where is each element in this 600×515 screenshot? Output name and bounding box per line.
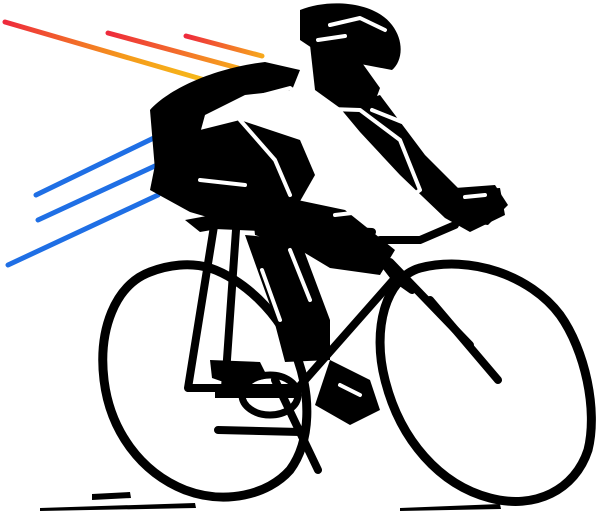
- rear-wheel: [98, 260, 312, 502]
- rider-shin: [245, 235, 330, 362]
- speed-streaks-warm: [2, 19, 265, 88]
- blue-streak-3: [5, 192, 161, 268]
- rider: [150, 3, 508, 425]
- front-wheel: [375, 259, 596, 506]
- warm-streak-1: [2, 19, 225, 88]
- head: [310, 45, 380, 115]
- handlebar: [376, 221, 459, 244]
- rider-lower-leg: [315, 360, 380, 425]
- crank: [215, 371, 302, 419]
- warm-streak-2: [105, 30, 241, 71]
- wheels: [98, 259, 596, 506]
- pedal-shoe: [210, 360, 268, 386]
- warm-streak-3: [183, 33, 265, 59]
- highlight-strokes: [198, 16, 487, 397]
- blue-streak-1: [33, 131, 165, 198]
- rider-thigh: [250, 190, 395, 275]
- ground-shadow: [40, 492, 501, 511]
